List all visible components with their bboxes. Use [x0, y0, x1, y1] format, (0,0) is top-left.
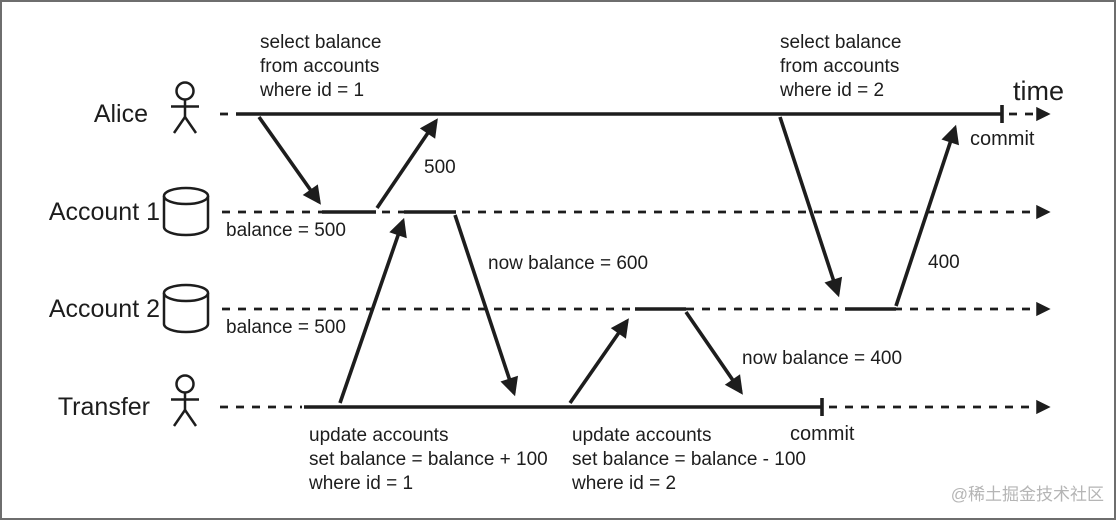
select-2-result-value: 400 — [928, 252, 960, 273]
row-account-2: Account 2 balance = 500 — [49, 283, 1051, 338]
update-2-result-value: now balance = 400 — [742, 348, 902, 369]
watermark: @稀土掘金技术社区 — [951, 485, 1104, 504]
account-1-balance-annotation: balance = 500 — [226, 220, 346, 241]
person-icon — [171, 81, 199, 134]
query-select-1: select balance from accounts where id = … — [259, 32, 456, 178]
query-update-1-line-3: where id = 1 — [308, 473, 413, 494]
arrow-update-2-request — [568, 318, 629, 405]
person-icon — [171, 374, 199, 427]
query-update-2-line-3: where id = 2 — [571, 473, 676, 494]
arrow-select-2-request — [778, 116, 843, 298]
arrow-select-1-response — [375, 118, 438, 210]
update-1-result-value: now balance = 600 — [488, 253, 648, 274]
account-2-balance-annotation: balance = 500 — [226, 317, 346, 338]
query-select-1-line-2: from accounts — [260, 56, 379, 77]
query-update-2: update accounts set balance = balance - … — [571, 348, 902, 494]
select-1-result-value: 500 — [424, 157, 456, 178]
row-label-account-1: Account 1 — [49, 198, 160, 226]
row-label-transfer: Transfer — [58, 393, 150, 421]
arrow-update-1-response — [453, 214, 519, 397]
query-select-1-line-1: select balance — [260, 32, 381, 53]
arrow-select-1-request — [257, 115, 321, 205]
row-transfer: Transfer commit — [58, 374, 1051, 445]
operation-labels: select balance from accounts where id = … — [259, 32, 960, 494]
arrow-select-2-response — [894, 124, 960, 307]
database-icon — [162, 186, 210, 237]
time-axis-label: time — [1013, 76, 1064, 106]
arrow-update-2-response — [684, 310, 743, 395]
query-select-2: select balance from accounts where id = … — [779, 32, 960, 273]
query-update-1-line-2: set balance = balance + 100 — [309, 449, 548, 470]
alice-commit-label: commit — [970, 128, 1035, 150]
message-arrows — [257, 115, 960, 405]
row-label-account-2: Account 2 — [49, 295, 160, 323]
database-icon — [162, 283, 210, 334]
arrow-update-1-request — [338, 217, 407, 404]
query-select-1-line-3: where id = 1 — [259, 80, 364, 101]
query-update-1-line-1: update accounts — [309, 425, 448, 446]
row-account-1: Account 1 balance = 500 — [49, 186, 1051, 241]
query-update-2-line-2: set balance = balance - 100 — [572, 449, 806, 470]
query-select-2-line-1: select balance — [780, 32, 901, 53]
row-label-alice: Alice — [94, 100, 148, 128]
query-update-1: update accounts set balance = balance + … — [308, 253, 648, 494]
row-alice: Alice time commit — [94, 76, 1064, 150]
query-select-2-line-3: where id = 2 — [779, 80, 884, 101]
query-select-2-line-2: from accounts — [780, 56, 899, 77]
transfer-commit-label: commit — [790, 423, 855, 445]
query-update-2-line-1: update accounts — [572, 425, 711, 446]
